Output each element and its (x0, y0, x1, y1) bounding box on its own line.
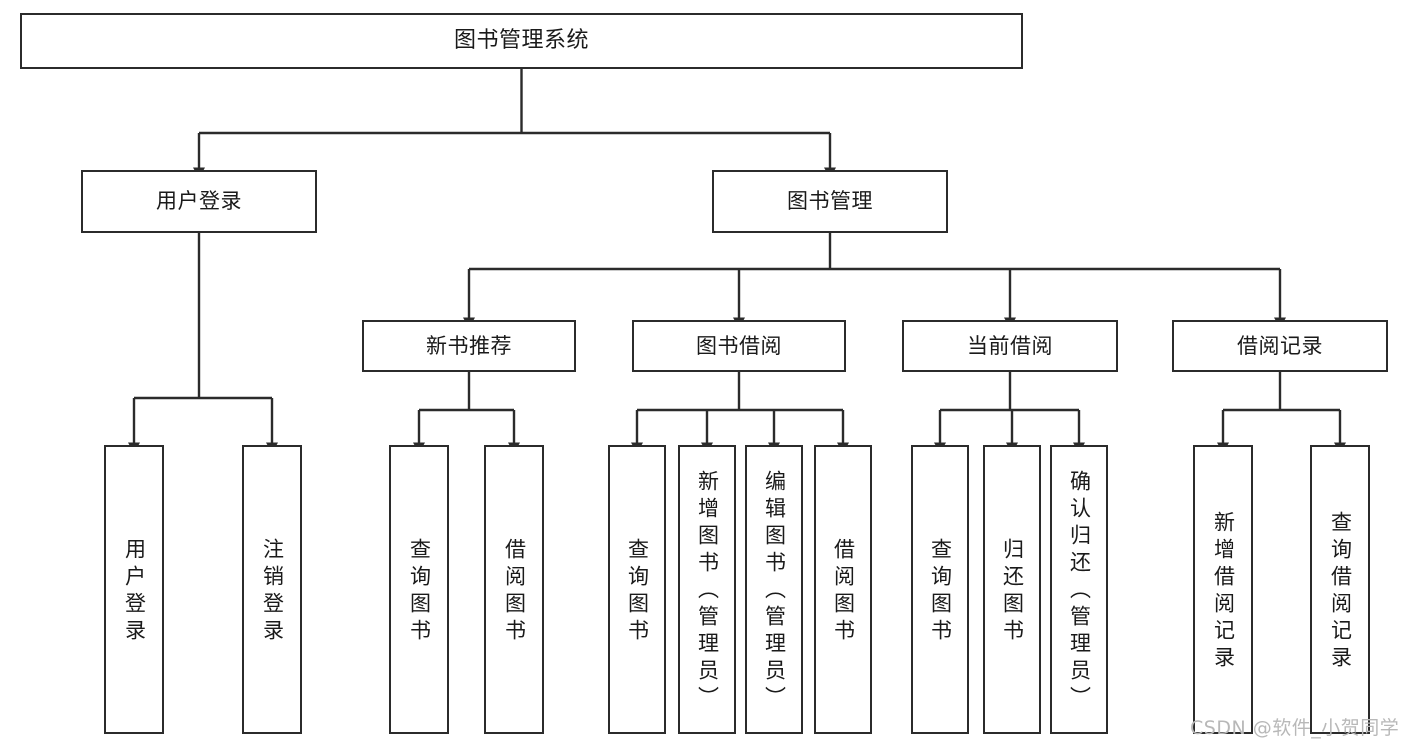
node-label: 注销登录 (260, 537, 285, 646)
node-book-borrow[interactable]: 图书借阅 (632, 320, 846, 372)
node-label: 图书借阅 (696, 333, 782, 358)
node-label: 新增图书（管理员） (695, 470, 720, 713)
node-leaf-user-logout[interactable]: 注销登录 (242, 445, 302, 734)
node-new-book-rec[interactable]: 新书推荐 (362, 320, 576, 372)
node-book-manage[interactable]: 图书管理 (712, 170, 948, 233)
node-label: 借阅图书 (831, 537, 856, 646)
node-label: 当前借阅 (967, 333, 1053, 358)
node-label: 查询借阅记录 (1328, 510, 1353, 673)
node-label: 编辑图书（管理员） (762, 470, 787, 713)
node-leaf-user-login[interactable]: 用户登录 (104, 445, 164, 734)
node-leaf-add-record[interactable]: 新增借阅记录 (1193, 445, 1253, 734)
node-label: 查询图书 (928, 537, 953, 646)
node-label: 用户登录 (122, 537, 147, 646)
node-leaf-query-book-1[interactable]: 查询图书 (389, 445, 449, 734)
node-leaf-borrow-book-1[interactable]: 借阅图书 (484, 445, 544, 734)
node-root[interactable]: 图书管理系统 (20, 13, 1023, 69)
node-leaf-query-book-3[interactable]: 查询图书 (911, 445, 969, 734)
node-label: 图书管理 (787, 189, 873, 214)
node-label: 查询图书 (625, 537, 650, 646)
node-current-borrow[interactable]: 当前借阅 (902, 320, 1118, 372)
node-label: 新书推荐 (426, 333, 512, 358)
node-label: 新增借阅记录 (1211, 510, 1236, 673)
node-leaf-add-book[interactable]: 新增图书（管理员） (678, 445, 736, 734)
node-label: 用户登录 (156, 189, 242, 214)
node-label: 查询图书 (407, 537, 432, 646)
node-leaf-return-book[interactable]: 归还图书 (983, 445, 1041, 734)
node-label: 确认归还（管理员） (1067, 470, 1092, 713)
node-leaf-edit-book[interactable]: 编辑图书（管理员） (745, 445, 803, 734)
node-borrow-record[interactable]: 借阅记录 (1172, 320, 1388, 372)
node-leaf-confirm-return[interactable]: 确认归还（管理员） (1050, 445, 1108, 734)
node-user-login[interactable]: 用户登录 (81, 170, 317, 233)
connector-lines (134, 69, 1340, 444)
node-label: 图书管理系统 (453, 28, 589, 54)
node-label: 借阅图书 (502, 537, 527, 646)
node-leaf-borrow-book-2[interactable]: 借阅图书 (814, 445, 872, 734)
node-leaf-query-record[interactable]: 查询借阅记录 (1310, 445, 1370, 734)
node-label: 归还图书 (1000, 537, 1025, 646)
node-label: 借阅记录 (1237, 333, 1323, 358)
node-leaf-query-book-2[interactable]: 查询图书 (608, 445, 666, 734)
